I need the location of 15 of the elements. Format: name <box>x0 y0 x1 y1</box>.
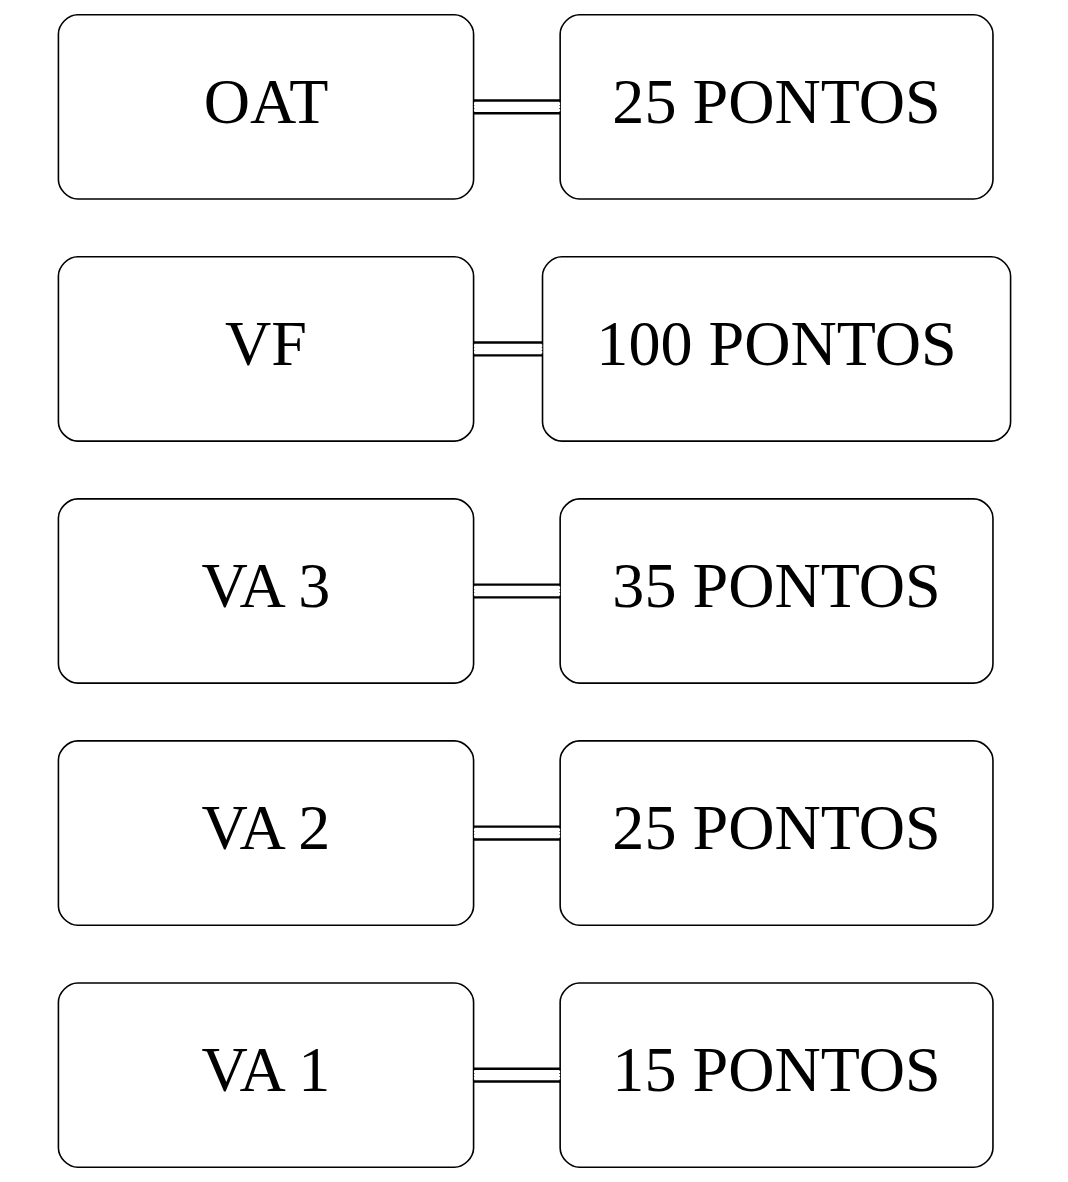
node-box: 15 PONTOS <box>558 982 994 1169</box>
connector <box>473 99 560 115</box>
node-box: 25 PONTOS <box>558 13 994 200</box>
node-box: VA 2 <box>57 740 474 926</box>
node-box: VF <box>57 255 474 442</box>
connector <box>473 583 560 599</box>
node-box: OAT <box>57 13 474 200</box>
node-box: 100 PONTOS <box>541 255 1011 442</box>
connector <box>473 825 560 841</box>
node-box: VA 3 <box>57 498 474 684</box>
node-box: 25 PONTOS <box>558 740 994 926</box>
connector <box>473 1067 560 1083</box>
node-box: VA 1 <box>57 982 474 1169</box>
node-box: 35 PONTOS <box>558 498 994 684</box>
connector <box>473 341 542 357</box>
